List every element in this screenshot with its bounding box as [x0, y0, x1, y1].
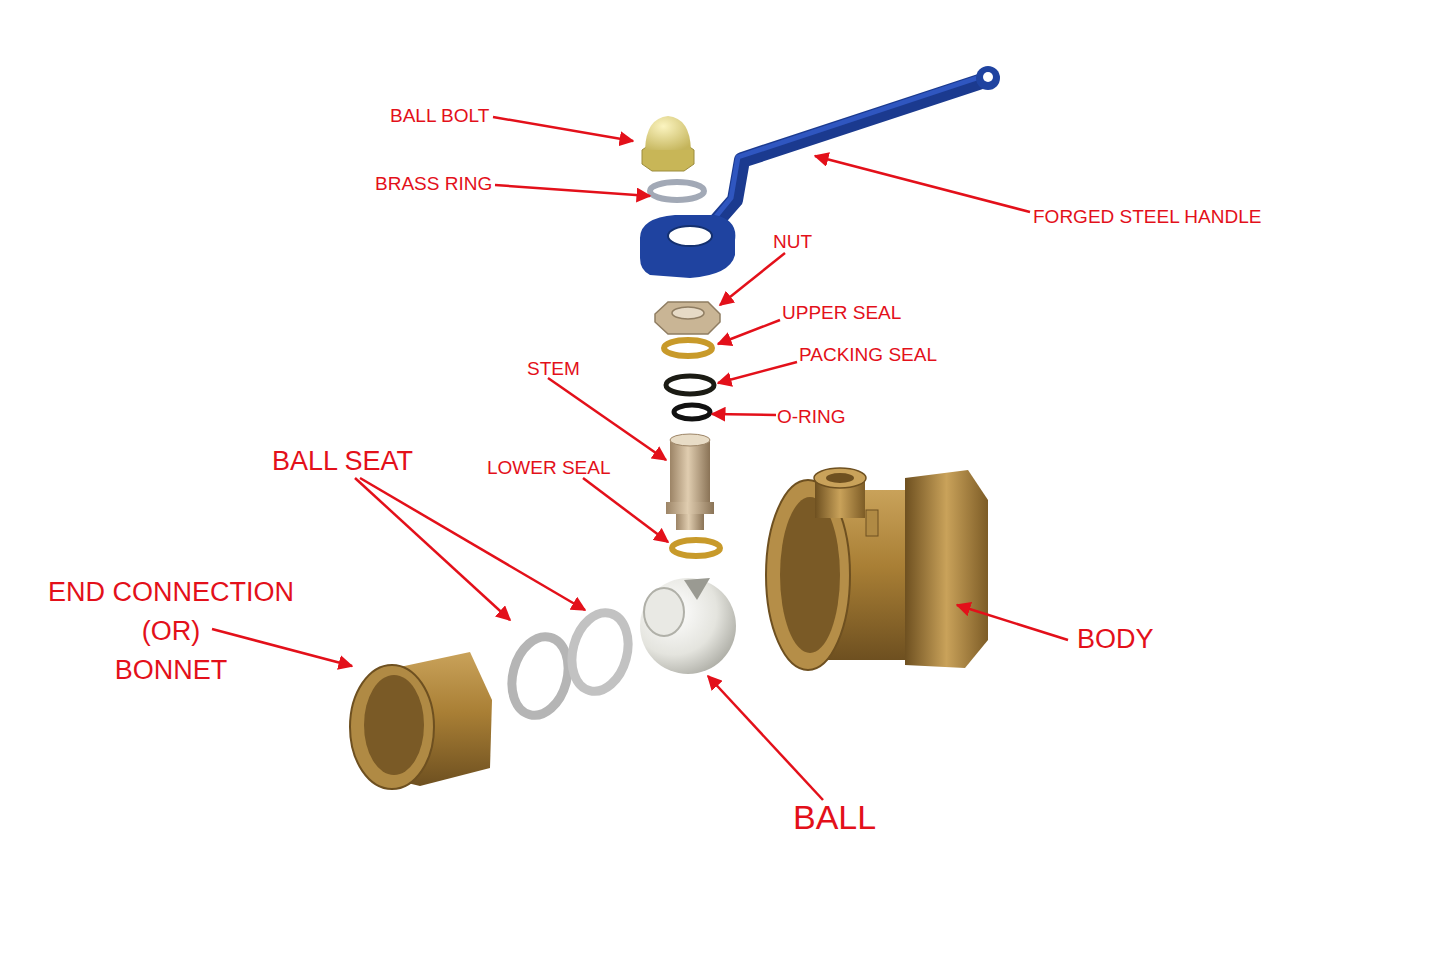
ball-seat-part	[504, 630, 577, 721]
leader-arrow	[815, 156, 1030, 212]
leader-arrow	[355, 478, 510, 620]
part-label: BODY	[1077, 626, 1154, 653]
ball-bore	[644, 588, 684, 636]
leader-arrow	[957, 605, 1068, 640]
part-label: STEM	[527, 359, 580, 378]
ball-part	[640, 578, 736, 674]
stem-top	[670, 434, 710, 446]
handle-eye-hole	[983, 72, 993, 82]
leader-arrow	[712, 414, 776, 415]
part-label: O-RING	[777, 407, 846, 426]
part-label: BRASS RING	[375, 174, 492, 193]
stem-collar	[666, 502, 714, 514]
body-stop-tab	[866, 510, 878, 536]
lower-seal-part	[672, 540, 720, 556]
leader-arrow	[495, 185, 650, 196]
leader-arrow	[708, 676, 823, 800]
part-label: BALL	[793, 800, 876, 834]
packing-seal-part	[666, 376, 714, 394]
leader-arrow	[360, 478, 585, 610]
brass-ring-part	[650, 182, 704, 200]
o-ring-part	[674, 405, 710, 419]
nut-part	[655, 302, 720, 334]
leader-arrow	[718, 362, 797, 383]
leader-arrow	[493, 117, 633, 141]
end-connection-bore	[364, 675, 424, 775]
handle-ring	[640, 215, 735, 278]
handle-eye	[976, 66, 1000, 90]
part-label: UPPER SEAL	[782, 303, 901, 322]
part-label: NUT	[773, 232, 812, 251]
stem-tang	[676, 514, 704, 530]
leader-arrow	[548, 378, 666, 460]
part-label: END CONNECTION (OR) BONNET	[41, 573, 301, 690]
part-label: BALL SEAT	[272, 448, 413, 475]
end-connection-face	[350, 665, 434, 789]
upper-seal-part	[664, 340, 712, 356]
part-label: LOWER SEAL	[487, 458, 611, 477]
handle-bar	[700, 80, 985, 240]
ball-slot	[684, 578, 710, 600]
part-label: BALL BOLT	[390, 106, 489, 125]
body-neck-top	[814, 468, 866, 488]
body-neck-hole	[826, 473, 854, 483]
ball-seat-part	[564, 606, 637, 697]
leader-arrow	[720, 253, 785, 305]
ball-bolt-dome	[645, 116, 691, 150]
leader-arrow	[583, 478, 668, 542]
body-hex	[905, 470, 988, 668]
body-bore	[780, 497, 840, 653]
leader-arrow	[718, 320, 780, 344]
part-label: FORGED STEEL HANDLE	[1033, 207, 1261, 226]
part-label: PACKING SEAL	[799, 345, 937, 364]
leader-arrow	[212, 629, 352, 666]
handle-highlight	[700, 76, 983, 236]
handle-hole	[668, 226, 712, 246]
stem-shaft	[670, 440, 710, 502]
nut-hole	[672, 307, 704, 319]
